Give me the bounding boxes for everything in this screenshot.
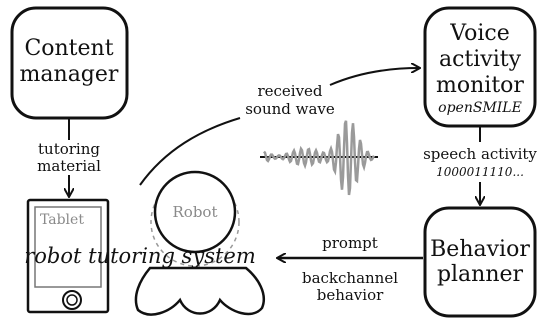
tablet-screen (34, 206, 102, 288)
robot-label: Robot (173, 203, 218, 221)
sound-waveform (260, 120, 378, 196)
tablet-label: Tablet (40, 212, 84, 228)
robot-body (134, 266, 265, 316)
robot-figure: Robot (134, 170, 265, 316)
voice-activity-monitor-line1: Voice (449, 21, 510, 46)
waveform-signal (263, 120, 376, 196)
speech-activity-label: speech activity (423, 145, 537, 163)
speech-activity-bits: 1000011110... (436, 165, 524, 179)
tutoring-material-line2: material (37, 157, 101, 175)
content-manager-box: Content manager (10, 6, 129, 120)
content-manager-line2: manager (20, 62, 119, 87)
behavior-planner-line2: planner (437, 262, 524, 287)
tablet-device: Tablet (26, 198, 110, 314)
edge-received-sound-wave: received sound wave (139, 68, 419, 186)
tablet-home-button-outer (62, 290, 82, 310)
voice-activity-monitor-box: Voice activity monitor openSMILE (423, 6, 537, 128)
backchannel-line2: behavior (317, 286, 384, 304)
edge-tutoring-material: tutoring material (37, 118, 101, 196)
behavior-planner-line1: Behavior (430, 237, 530, 262)
robot-tutoring-system-label: robot tutoring system (24, 244, 256, 268)
voice-activity-monitor-line3: monitor (436, 73, 524, 98)
robot-head (153, 170, 237, 254)
prompt-label: prompt (322, 234, 378, 252)
backchannel-line1: backchannel (302, 269, 398, 287)
tablet-home-button-inner (66, 294, 78, 306)
edge-sound-wave-curve-upper (329, 68, 419, 86)
edge-sound-wave-curve-lower (139, 117, 241, 186)
edge-speech-activity: speech activity 1000011110... (423, 126, 537, 204)
received-sound-wave-line2: sound wave (245, 100, 335, 118)
content-manager-line1: Content (24, 36, 113, 61)
received-sound-wave-line1: received (257, 82, 322, 100)
behavior-planner-box: Behavior planner (423, 206, 537, 318)
tutoring-material-line1: tutoring (38, 140, 100, 158)
tablet-frame (26, 198, 110, 314)
robot-boundary-dashed (150, 177, 240, 267)
opensmile-label: openSMILE (438, 100, 522, 116)
edge-prompt-backchannel: prompt backchannel behavior (278, 234, 423, 304)
voice-activity-monitor-line2: activity (439, 47, 522, 72)
